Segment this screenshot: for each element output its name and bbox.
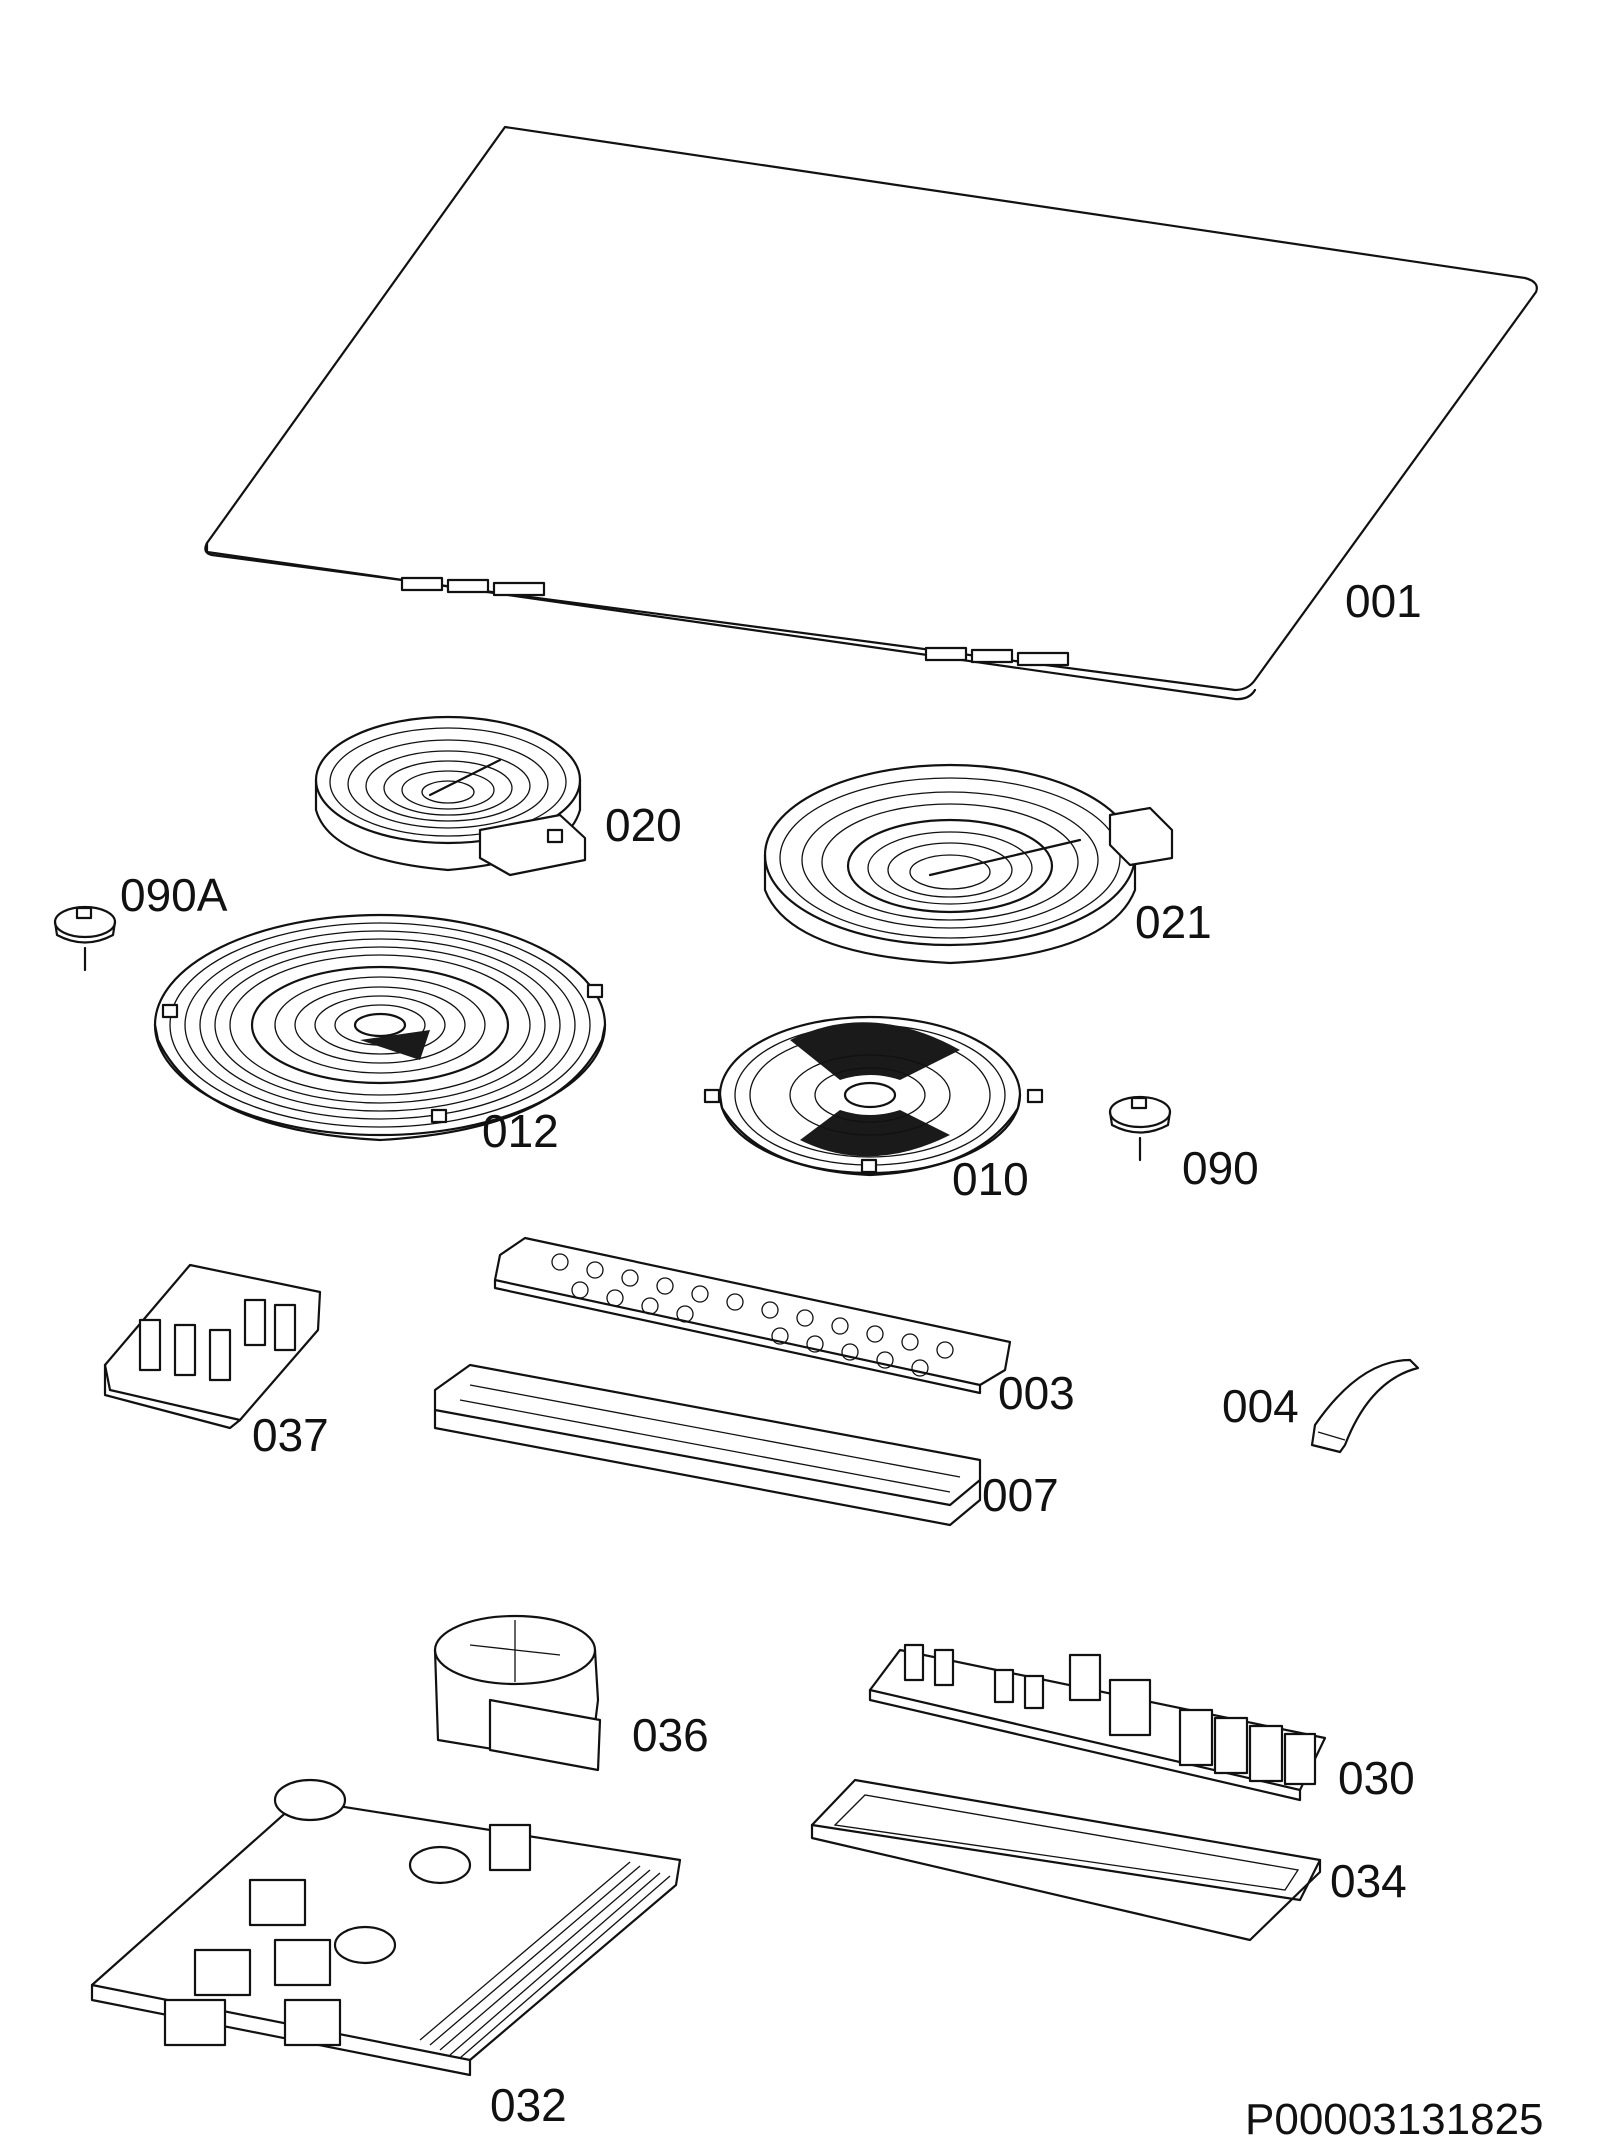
label-pcb-tray: 034 [1330,1855,1407,1907]
label-power-board: 032 [490,2079,567,2131]
label-hob-element-dual: 021 [1135,896,1212,948]
label-hob-element-small: 020 [605,799,682,851]
label-terminal-block: 037 [252,1409,329,1461]
temperature-sensor-a-part [53,905,117,972]
temperature-sensor-part [1108,1095,1172,1162]
label-temperature-sensor-a: 090A [120,869,228,921]
label-induction-coil-large: 012 [482,1105,559,1157]
label-cooling-fan: 036 [632,1709,709,1761]
ribbon-cable-part [1310,1358,1420,1454]
terminal-block-part [103,1263,322,1430]
label-power-pcb: 030 [1338,1752,1415,1804]
glass-top-part [204,125,1538,701]
induction-coil-medium-part [703,1015,1044,1177]
cooling-fan-part [433,1614,602,1772]
power-pcb-part [868,1643,1327,1802]
label-glass-top: 001 [1345,575,1422,627]
pcb-housing-part [433,1363,982,1527]
induction-coil-large-part [153,913,607,1142]
power-board-part [90,1778,682,2077]
hob-element-small-part [314,715,587,877]
label-ribbon-cable: 004 [1222,1380,1299,1432]
control-pcb-part [493,1236,1012,1395]
label-induction-coil-medium: 010 [952,1153,1029,1205]
label-pcb-housing: 007 [982,1469,1059,1521]
hob-element-dual-part [763,763,1174,965]
pcb-tray-part [810,1778,1322,1942]
label-temperature-sensor: 090 [1182,1142,1259,1194]
document-id: P00003131825 [1245,2095,1544,2144]
label-control-pcb: 003 [998,1367,1075,1419]
